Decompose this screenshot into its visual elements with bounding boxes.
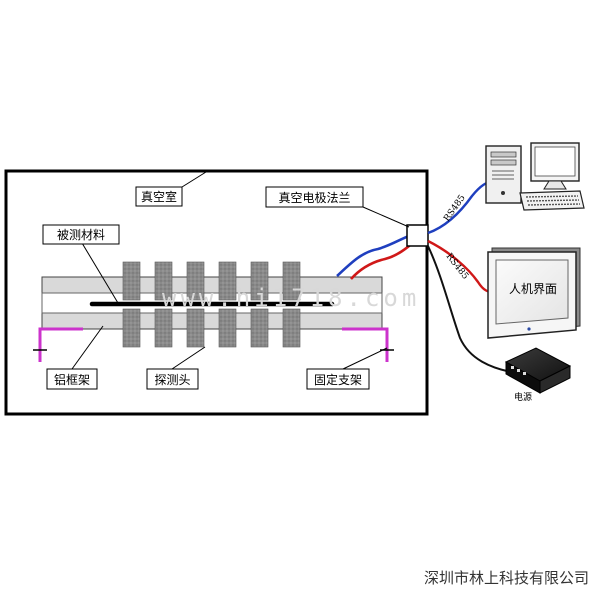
callout-probe	[171, 346, 206, 370]
blue-cable-inner	[336, 232, 415, 277]
pc-computer-icon	[485, 142, 585, 211]
label-vacuum-chamber: 真空室	[135, 186, 183, 207]
svg-text:探测头: 探测头	[154, 373, 190, 387]
footer-company-name: 深圳市林上科技有限公司	[424, 569, 589, 587]
probe-head	[282, 261, 301, 301]
probe-head	[154, 308, 173, 348]
callout-material	[81, 242, 119, 304]
label-aluminum-frame: 铝框架	[46, 368, 98, 390]
probe-head	[122, 308, 141, 348]
probe-head	[154, 261, 173, 301]
rs485-label-top: RS485	[442, 193, 468, 224]
probe-head	[186, 308, 205, 348]
label-fixed-bracket: 固定支架	[306, 368, 370, 390]
red-cable-inner	[350, 240, 416, 280]
callout-vacuum-chamber	[181, 171, 207, 188]
power-supply-label: 电源	[514, 391, 532, 403]
svg-text:铝框架: 铝框架	[54, 372, 90, 387]
label-electrode-flange: 真空电极法兰	[265, 186, 364, 208]
hmi-monitor: 人机界面	[487, 247, 581, 339]
svg-text:真空室: 真空室	[141, 189, 177, 204]
probe-head	[186, 261, 205, 301]
probe-head	[218, 261, 237, 301]
fixed-bracket-left	[33, 327, 83, 362]
callout-frame	[71, 325, 104, 370]
probe-head	[122, 261, 141, 301]
probe-head	[218, 308, 237, 348]
probe-heads-top	[122, 261, 301, 301]
label-tested-material: 被测材料	[42, 224, 120, 245]
svg-text:固定支架: 固定支架	[314, 372, 362, 387]
callout-bracket	[342, 347, 388, 370]
callout-flange	[362, 206, 410, 228]
probe-head	[282, 308, 301, 348]
probe-head	[250, 308, 269, 348]
hmi-label: 人机界面	[509, 282, 557, 296]
probe-heads-bottom	[122, 308, 301, 348]
svg-text:真空电极法兰: 真空电极法兰	[278, 191, 350, 205]
svg-text:被测材料: 被测材料	[57, 228, 105, 242]
black-cable-to-psu	[427, 245, 512, 373]
power-supply-icon: 电源	[504, 347, 572, 403]
label-probe-head: 探测头	[146, 368, 199, 390]
watermark-text: www.hi1718.com	[162, 284, 420, 312]
electrode-flange-box	[406, 224, 429, 247]
probe-head	[250, 261, 269, 301]
